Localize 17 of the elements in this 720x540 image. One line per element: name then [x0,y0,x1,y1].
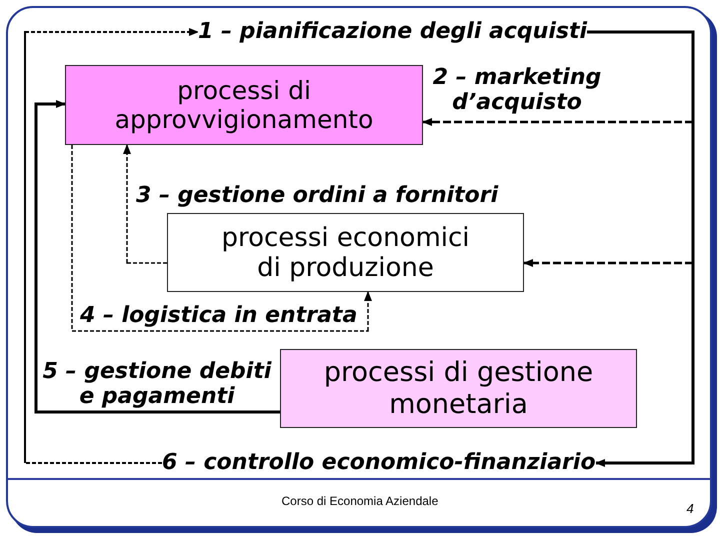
step-label: 1 – pianificazione degli acquisti [198,20,588,44]
process-label: processi di gestione monetaria [322,356,594,420]
process-box [65,65,423,145]
edge-label: 4 – logistica in entrata [80,304,358,328]
arrow [123,144,167,264]
arrow [523,30,694,267]
arrow [24,28,199,464]
process-box [167,213,524,292]
arrow [587,30,694,467]
arrow [71,145,372,332]
process-label: processi di approvvigionamento [114,76,374,134]
edge-label: 3 – gestione ordini a fornitori [136,184,498,208]
process-label: processi economici di produzione [220,222,471,282]
footer-text: Corso di Economia Aziendale [282,494,438,509]
process-box [280,349,637,428]
page-number: 4 [686,501,694,517]
edge-label: 2 – marketing d’acquisto [432,65,602,115]
